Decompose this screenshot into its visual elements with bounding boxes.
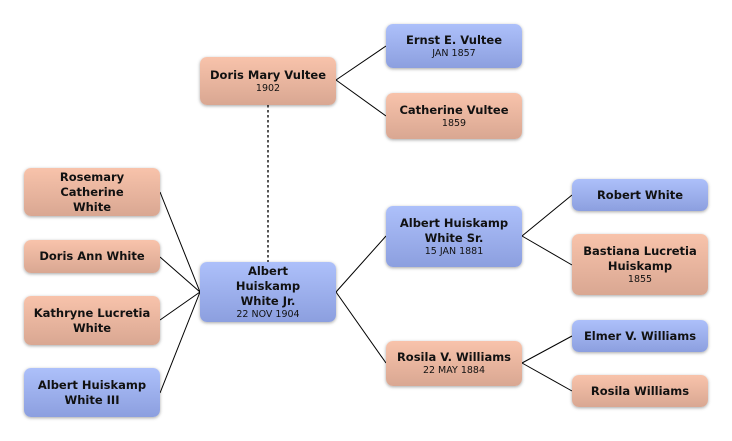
connector bbox=[521, 335, 573, 392]
connector bbox=[521, 194, 573, 266]
person-name: Albert Huiskamp White Jr. bbox=[235, 263, 305, 308]
person-robert-white[interactable]: Robert White bbox=[572, 179, 708, 211]
person-name: Elmer V. Williams bbox=[583, 328, 697, 343]
person-name: Doris Ann White bbox=[39, 249, 145, 263]
person-name: Kathryne Lucretia White bbox=[33, 305, 151, 335]
connector bbox=[335, 235, 387, 364]
connector bbox=[335, 45, 387, 117]
person-date: 22 NOV 1904 bbox=[236, 308, 300, 320]
person-name: Albert Huiskamp White Sr. bbox=[399, 215, 509, 245]
connector bbox=[159, 191, 201, 394]
person-name: Rosemary Catherine White bbox=[59, 169, 125, 214]
person-albert-white-sr[interactable]: Albert Huiskamp White Sr.15 JAN 1881 bbox=[386, 206, 522, 267]
person-date: 1855 bbox=[627, 273, 653, 285]
person-name: Catherine Vultee bbox=[399, 102, 509, 117]
person-elmer-williams[interactable]: Elmer V. Williams bbox=[572, 320, 708, 352]
person-albert-white-iii[interactable]: Albert Huiskamp White III bbox=[24, 368, 160, 417]
person-doris-ann-white[interactable]: Doris Ann White bbox=[24, 240, 160, 273]
person-rosemary-white[interactable]: Rosemary Catherine White bbox=[24, 168, 160, 216]
person-name: Bastiana Lucretia Huiskamp bbox=[583, 243, 697, 273]
person-name: Robert White bbox=[596, 187, 684, 202]
person-date: JAN 1857 bbox=[432, 47, 476, 59]
person-name: Rosila V. Williams bbox=[396, 350, 512, 364]
person-name: Albert Huiskamp White III bbox=[37, 377, 147, 407]
person-albert-white-jr[interactable]: Albert Huiskamp White Jr.22 NOV 1904 bbox=[200, 262, 336, 322]
person-date: 1902 bbox=[255, 82, 281, 94]
person-name: Rosila Williams bbox=[590, 383, 690, 398]
person-date: 22 MAY 1884 bbox=[422, 365, 486, 376]
person-name: Doris Mary Vultee bbox=[210, 67, 326, 82]
person-name: Ernst E. Vultee bbox=[405, 32, 502, 47]
person-rosila-williams[interactable]: Rosila Williams bbox=[572, 375, 708, 407]
person-date: 15 JAN 1881 bbox=[424, 245, 484, 257]
person-kathryne-white[interactable]: Kathryne Lucretia White bbox=[24, 296, 160, 345]
person-date: 1859 bbox=[441, 117, 467, 129]
